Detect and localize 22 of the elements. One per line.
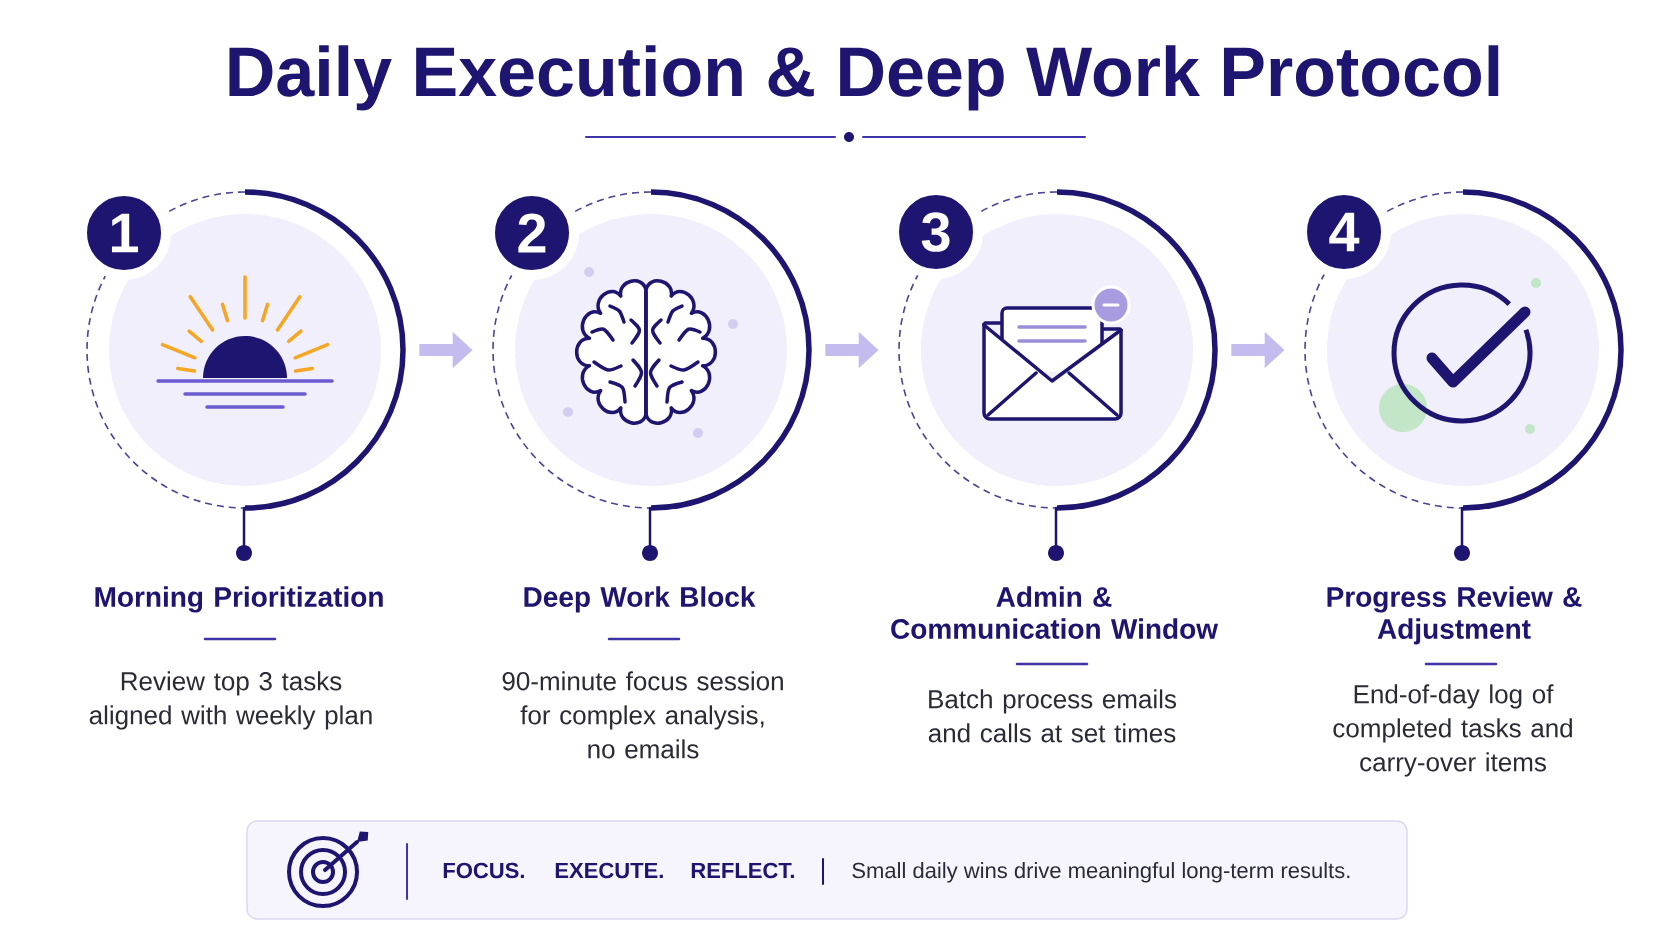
step-heading: Morning Prioritization	[95, 586, 383, 613]
step-description: End-of-day log of completed tasks and carry-over items	[1333, 684, 1572, 777]
step-description: Review top 3 tasks aligned with weekly plan	[89, 671, 372, 730]
step-circle	[898, 189, 1218, 511]
number-badge: 2	[485, 186, 579, 280]
number-badge: 4	[1297, 185, 1391, 279]
keyword: FOCUS.	[443, 862, 524, 879]
banner	[246, 820, 1408, 920]
title: Daily Execution & Deep Work Protocol	[229, 45, 1499, 111]
keyword: REFLECT.	[691, 862, 794, 879]
step-heading: Admin & Communication Window	[891, 586, 1219, 639]
step-description: 90-minute focus session for complex analysis, no emails	[502, 671, 783, 759]
tagline: Small daily wins drive meaningful long-term results.	[852, 862, 1350, 883]
step-heading: Progress Review & Adjustment	[1327, 586, 1582, 645]
step-circle	[492, 189, 812, 511]
step-description: Batch process emails and calls at set times	[928, 689, 1177, 743]
step-circle	[1304, 189, 1624, 511]
number-badge: 1	[77, 186, 171, 280]
step-heading: Deep Work Block	[524, 586, 756, 613]
keyword: EXECUTE.	[555, 862, 663, 879]
step-circle	[86, 189, 406, 511]
number-badge: 3	[889, 185, 983, 279]
